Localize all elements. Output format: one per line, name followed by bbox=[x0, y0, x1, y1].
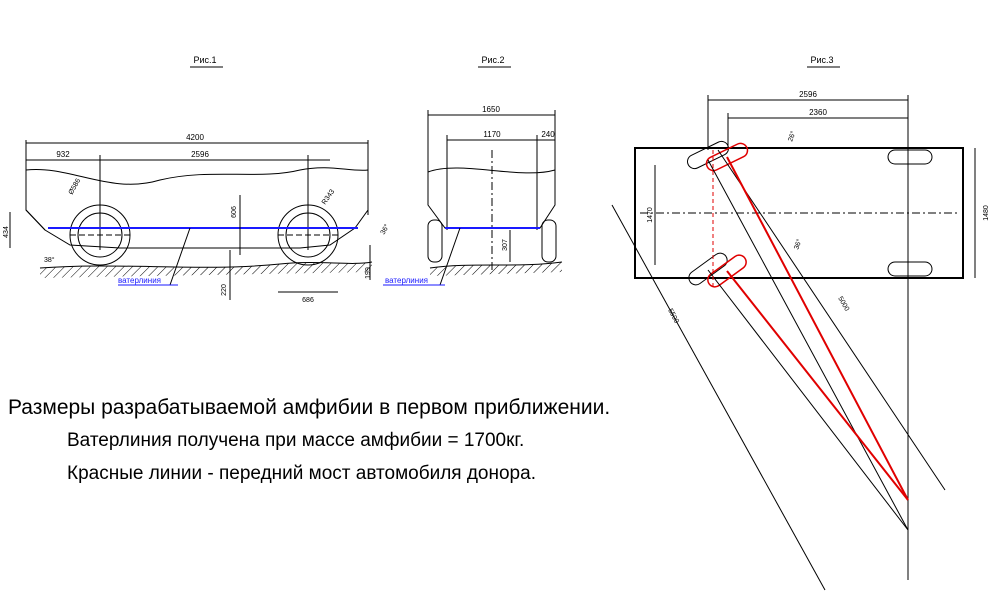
fig2-dim-clearance: 307 bbox=[502, 239, 509, 251]
fig1-label-wheel-diameter: Ø586 bbox=[68, 178, 83, 196]
caption-line-3: Красные линии - передний мост автомобиля… bbox=[67, 463, 536, 484]
fig1-label-wheel-radius: R343 bbox=[321, 188, 336, 206]
fig1-title: Рис.1 bbox=[193, 55, 216, 65]
fig1-angle-front: 38° bbox=[44, 256, 55, 264]
fig1-angle-rear: 36° bbox=[379, 223, 391, 236]
fig3-dim-width-outer: 1480 bbox=[983, 205, 990, 221]
fig3-axle-line-top bbox=[726, 156, 909, 501]
caption-line-1: Размеры разрабатываемой амфибии в первом… bbox=[8, 396, 611, 419]
fig1-dim-clearance: 220 bbox=[221, 284, 228, 296]
fig2-right-wheel bbox=[541, 219, 557, 263]
fig3-dim-offset: 2360 bbox=[809, 108, 827, 117]
fig1-dim-draft: 199 bbox=[365, 267, 372, 279]
fig1-dim-wheel-width: 686 bbox=[302, 297, 314, 304]
fig2-title: Рис.2 bbox=[481, 55, 504, 65]
fig1-hull bbox=[25, 167, 369, 249]
fig3-dim-wheelbase: 2596 bbox=[799, 90, 817, 99]
fig2-left-wheel bbox=[427, 219, 443, 263]
fig3-dim-width-inner: 1470 bbox=[647, 207, 654, 223]
fig1-dim-height-side: 434 bbox=[3, 226, 10, 238]
fig3-front-wheel-top bbox=[687, 140, 729, 170]
fig3-angle-top: 26° bbox=[786, 130, 797, 143]
fig2-dim-inner-width: 1170 bbox=[483, 130, 501, 139]
fig3-rear-wheel-top bbox=[887, 149, 933, 165]
figure-1: Рис.1 4200 932 2596 434 606 2 bbox=[3, 55, 391, 304]
figure-3: Рис.3 2596 2360 1470 1480 5500 5000 26° … bbox=[611, 55, 990, 591]
fig2-dim-side-width: 240 bbox=[541, 130, 555, 139]
fig1-waterline-label: ватерлиния bbox=[118, 276, 161, 285]
fig1-dim-wheelbase: 2596 bbox=[191, 150, 209, 159]
fig3-hull-top-view bbox=[634, 147, 964, 279]
fig3-axle-line-bottom bbox=[726, 270, 909, 501]
fig3-dim-length-a: 5500 bbox=[666, 308, 680, 325]
caption-line-2: Ватерлиния получена при массе амфибии = … bbox=[67, 430, 525, 451]
fig1-dim-front-overhang: 932 bbox=[56, 150, 70, 159]
figure-2: Рис.2 1650 1170 240 307 ватерлиния bbox=[383, 55, 563, 286]
fig1-dim-total-length: 4200 bbox=[186, 133, 204, 142]
fig1-dim-wheel-height: 606 bbox=[231, 206, 238, 218]
fig3-angle-bottom: 36° bbox=[792, 238, 803, 251]
fig2-waterline-label: ватерлиния bbox=[385, 276, 428, 285]
fig2-dim-total-width: 1650 bbox=[482, 105, 500, 114]
fig3-title: Рис.3 bbox=[810, 55, 833, 65]
fig3-rear-wheel-bottom bbox=[887, 261, 933, 277]
fig3-dim-length-b: 5000 bbox=[836, 296, 850, 313]
